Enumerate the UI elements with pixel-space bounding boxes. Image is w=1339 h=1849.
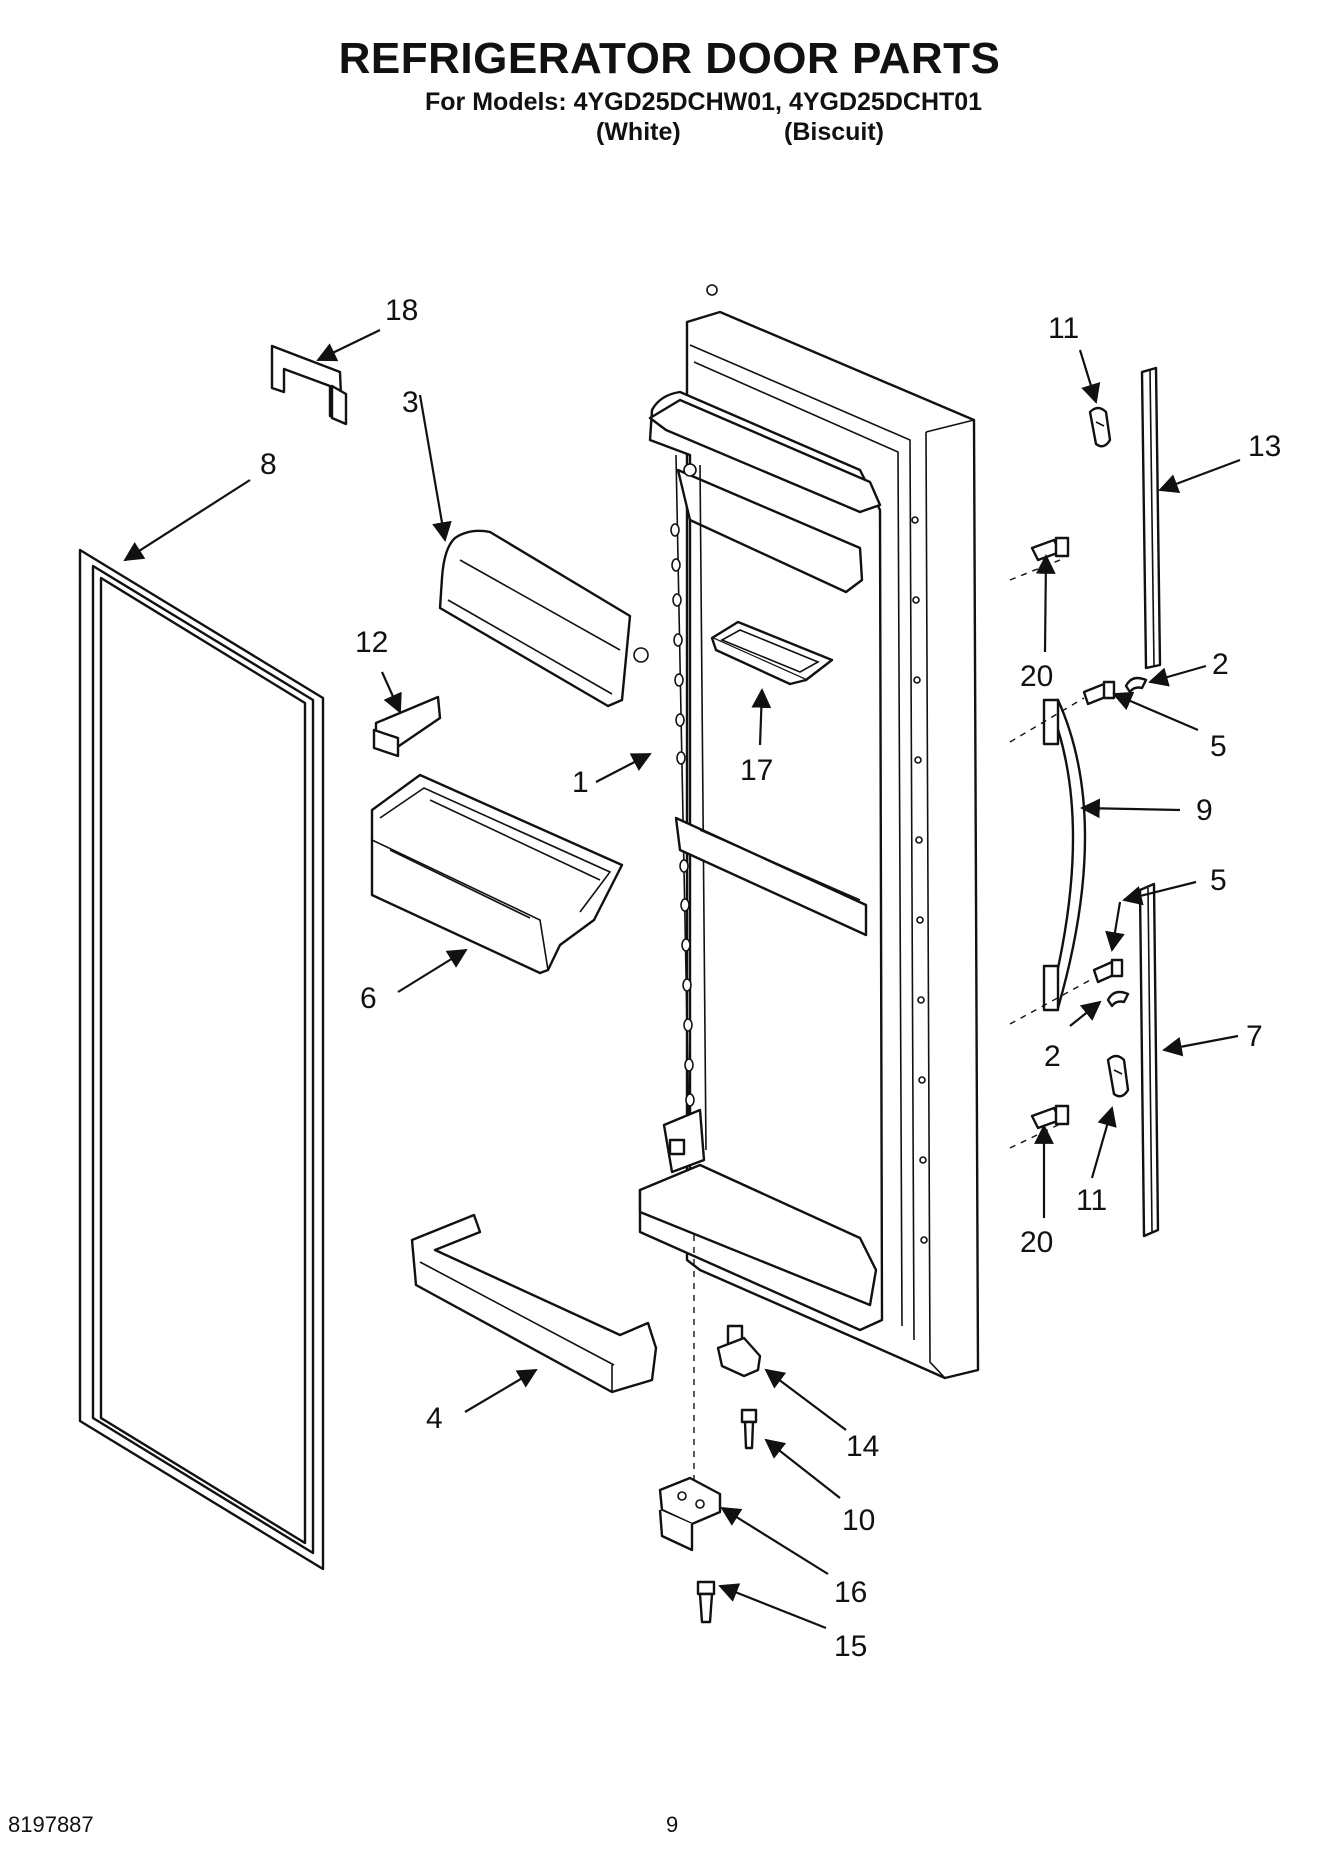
models-line: For Models: 4YGD25DCHW01, 4YGD25DCHT01 bbox=[425, 88, 983, 116]
callout-2-lower: 2 bbox=[1044, 1040, 1061, 1073]
variant-biscuit-label: (Biscuit) bbox=[784, 118, 884, 146]
callout-13: 13 bbox=[1248, 430, 1281, 463]
part-16-hinge-bracket bbox=[658, 1476, 722, 1552]
callout-7: 7 bbox=[1246, 1020, 1263, 1053]
part-13-trim-upper bbox=[1140, 366, 1162, 670]
part-15-screw bbox=[696, 1580, 716, 1624]
callout-6: 6 bbox=[360, 982, 377, 1015]
callout-14: 14 bbox=[846, 1430, 879, 1463]
callout-12: 12 bbox=[355, 626, 388, 659]
part-2-clip-upper bbox=[1124, 676, 1148, 694]
leader-lines bbox=[123, 329, 1241, 1630]
part-2-clip-lower bbox=[1106, 990, 1130, 1008]
part-4-shelf-bar bbox=[410, 1213, 658, 1394]
part-20-screw-lower bbox=[1030, 1104, 1070, 1130]
part-11-clip-upper bbox=[1088, 406, 1112, 448]
part-1-door-liner bbox=[638, 284, 980, 1380]
callout-5-upper: 5 bbox=[1210, 730, 1227, 763]
callout-labels: 18 3 8 12 6 4 1 17 11 13 20 2 5 9 5 7 2 … bbox=[260, 294, 1281, 1663]
callout-17: 17 bbox=[740, 754, 773, 787]
callout-11-upper: 11 bbox=[1048, 312, 1079, 345]
part-8-door-gasket bbox=[78, 548, 325, 1571]
page-number: 9 bbox=[666, 1812, 679, 1837]
callout-10: 10 bbox=[842, 1504, 875, 1537]
part-3-bin-cover bbox=[438, 529, 649, 708]
part-20-screw-upper bbox=[1030, 536, 1070, 562]
callout-3: 3 bbox=[402, 386, 419, 419]
liner-hole-column bbox=[670, 523, 695, 1107]
page-title: REFRIGERATOR DOOR PARTS bbox=[338, 34, 1001, 83]
callout-8: 8 bbox=[260, 448, 277, 481]
callout-2-upper: 2 bbox=[1212, 648, 1229, 681]
part-18-clip bbox=[270, 344, 348, 426]
document-number: 8197887 bbox=[8, 1812, 94, 1837]
callout-5-lower: 5 bbox=[1210, 864, 1227, 897]
door-edge-holes bbox=[911, 516, 928, 1244]
callout-11-lower: 11 bbox=[1076, 1184, 1107, 1217]
callout-9: 9 bbox=[1196, 794, 1213, 827]
callout-18: 18 bbox=[385, 294, 418, 327]
callout-15: 15 bbox=[834, 1630, 867, 1663]
callout-20-lower: 20 bbox=[1020, 1226, 1053, 1259]
part-5-screw-upper bbox=[1082, 680, 1116, 706]
part-10-screw bbox=[740, 1408, 758, 1450]
callout-4: 4 bbox=[426, 1402, 443, 1435]
part-6-door-bin bbox=[370, 773, 624, 975]
callout-1: 1 bbox=[572, 766, 589, 799]
variant-white-label: (White) bbox=[596, 118, 681, 146]
callout-20-upper: 20 bbox=[1020, 660, 1053, 693]
part-14-hinge-pin bbox=[716, 1324, 762, 1378]
part-17-tray bbox=[710, 620, 834, 686]
part-9-handle bbox=[1042, 698, 1087, 1012]
part-7-trim-lower bbox=[1138, 882, 1160, 1238]
part-11-clip-lower bbox=[1106, 1054, 1130, 1098]
callout-16: 16 bbox=[834, 1576, 867, 1609]
part-5-screw-lower bbox=[1092, 958, 1124, 984]
part-12-bracket bbox=[372, 695, 442, 758]
